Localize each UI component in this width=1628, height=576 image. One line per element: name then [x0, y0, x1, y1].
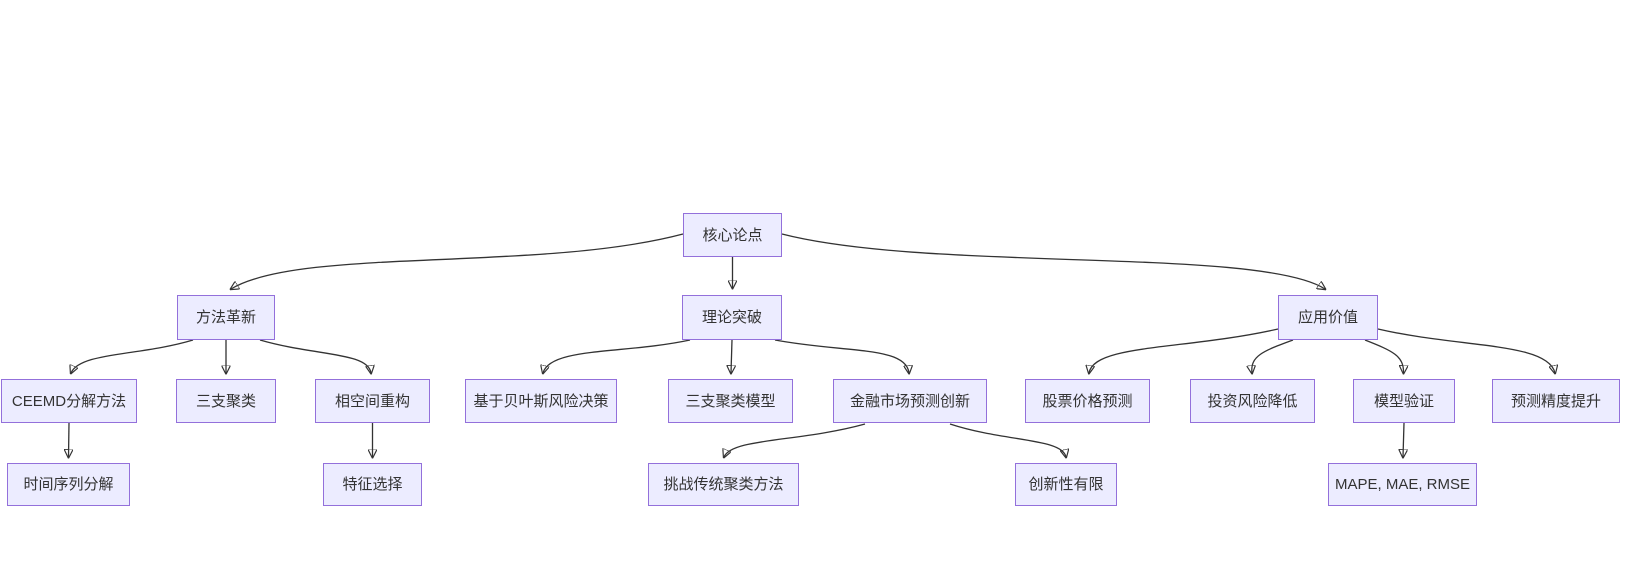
node-ceemd: CEEMD分解方法	[1, 379, 137, 423]
node-financial-innovation: 金融市场预测创新	[833, 379, 987, 423]
edge-application-value-to-accuracy-improvement	[1377, 328, 1555, 373]
edge-application-value-to-stock-prediction	[1089, 328, 1279, 373]
node-metrics-label: MAPE, MAE, RMSE	[1334, 476, 1471, 493]
node-application-value-label: 应用价值	[1297, 309, 1358, 326]
node-feature-selection: 特征选择	[323, 463, 422, 506]
node-three-way-clustering: 三支聚类	[176, 379, 276, 423]
node-application-value: 应用价值	[1278, 295, 1378, 340]
node-model-validation-label: 模型验证	[1373, 392, 1434, 410]
node-core-thesis: 核心论点	[683, 213, 782, 257]
node-time-series-decomposition-label: 时间序列分解	[23, 476, 114, 493]
node-challenge-traditional: 挑战传统聚类方法	[648, 463, 799, 506]
node-limited-innovation-label: 创新性有限	[1028, 476, 1104, 493]
node-time-series-decomposition: 时间序列分解	[7, 463, 130, 506]
node-stock-prediction-label: 股票价格预测	[1042, 392, 1133, 410]
node-bayesian-risk: 基于贝叶斯风险决策	[465, 379, 617, 423]
edge-application-value-to-model-validation	[1364, 339, 1404, 373]
edge-theory-breakthrough-to-three-way-model	[731, 339, 732, 373]
node-theory-breakthrough-label: 理论突破	[701, 309, 762, 326]
edge-application-value-to-risk-reduction	[1252, 339, 1294, 373]
node-three-way-model-label: 三支聚类模型	[685, 392, 776, 410]
node-bayesian-risk-label: 基于贝叶斯风险决策	[473, 392, 609, 410]
edge-model-validation-to-metrics	[1403, 422, 1404, 457]
node-accuracy-improvement-label: 预测精度提升	[1510, 392, 1601, 410]
node-stock-prediction: 股票价格预测	[1025, 379, 1150, 423]
node-risk-reduction-label: 投资风险降低	[1207, 392, 1298, 410]
node-phase-space-label: 相空间重构	[334, 392, 410, 410]
node-ceemd-label: CEEMD分解方法	[11, 392, 127, 410]
node-metrics: MAPE, MAE, RMSE	[1328, 463, 1477, 506]
node-method-innovation: 方法革新	[177, 295, 275, 340]
node-three-way-clustering-label: 三支聚类	[195, 392, 256, 410]
edge-financial-innovation-to-challenge-traditional	[724, 423, 866, 457]
node-core-thesis-label: 核心论点	[702, 226, 763, 244]
edge-core-thesis-to-application-value	[781, 233, 1325, 289]
node-theory-breakthrough: 理论突破	[682, 295, 782, 340]
node-limited-innovation: 创新性有限	[1015, 463, 1117, 506]
edge-ceemd-to-time-series-decomposition	[69, 422, 70, 457]
node-three-way-model: 三支聚类模型	[668, 379, 793, 423]
edge-method-innovation-to-phase-space	[259, 339, 371, 373]
edge-theory-breakthrough-to-financial-innovation	[774, 339, 909, 373]
node-financial-innovation-label: 金融市场预测创新	[849, 392, 970, 410]
node-method-innovation-label: 方法革新	[195, 309, 256, 326]
edge-theory-breakthrough-to-bayesian-risk	[543, 339, 691, 373]
node-challenge-traditional-label: 挑战传统聚类方法	[663, 476, 784, 493]
node-phase-space: 相空间重构	[315, 379, 430, 423]
node-model-validation: 模型验证	[1353, 379, 1455, 423]
edge-core-thesis-to-method-innovation	[231, 233, 684, 289]
edge-method-innovation-to-ceemd	[71, 339, 194, 373]
node-accuracy-improvement: 预测精度提升	[1492, 379, 1620, 423]
node-risk-reduction: 投资风险降低	[1190, 379, 1315, 423]
node-feature-selection-label: 特征选择	[342, 476, 403, 493]
edge-financial-innovation-to-limited-innovation	[949, 423, 1066, 457]
